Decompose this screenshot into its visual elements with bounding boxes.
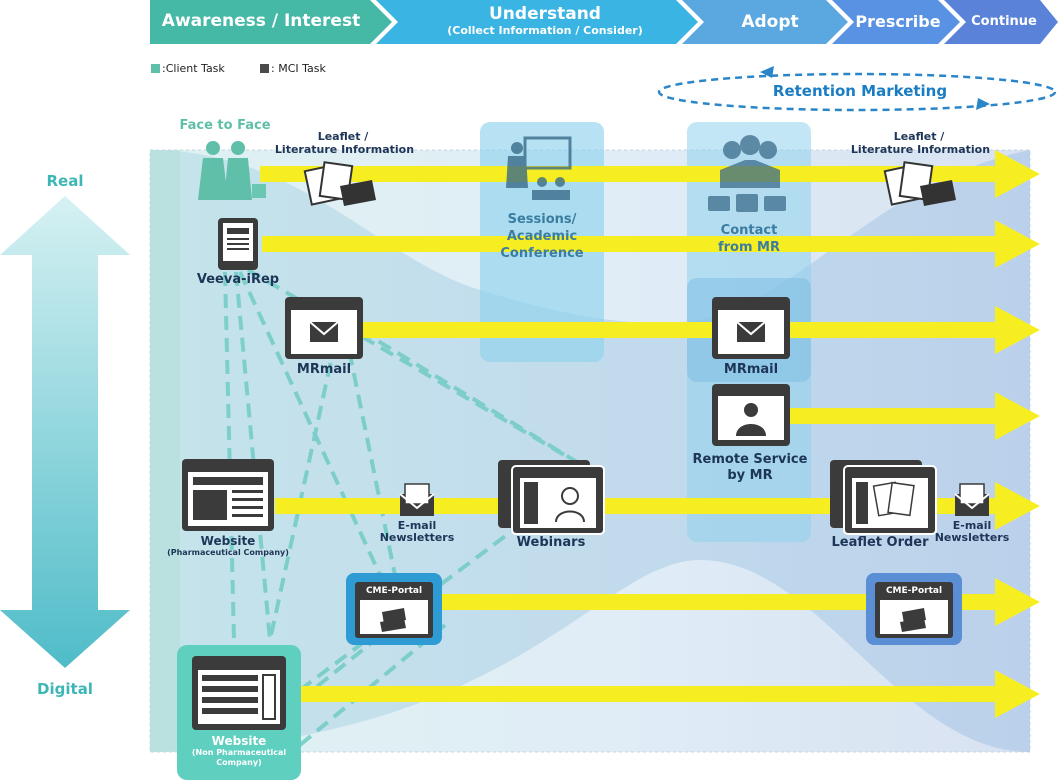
email-newsletter-left-icon bbox=[399, 483, 435, 516]
remote-label-2: by MR bbox=[727, 468, 773, 483]
leaflet-right-label-2: Literature Information bbox=[850, 143, 991, 156]
stage-label-adopt: Adopt bbox=[741, 12, 799, 32]
leaflet-order-label: Leaflet Order bbox=[831, 535, 929, 550]
contact-mr-icon bbox=[708, 135, 786, 212]
sessions-label-1: Sessions/ bbox=[507, 212, 577, 227]
website-non-label: Website bbox=[211, 734, 267, 748]
mrmail-right-label: MRmail bbox=[723, 362, 779, 377]
axis-digital-label: Digital bbox=[37, 680, 93, 698]
leaflet-icon-left bbox=[303, 161, 376, 206]
legend-mci-label: : MCI Task bbox=[271, 62, 326, 75]
leaflet-left-label-1: Leaflet / bbox=[317, 130, 369, 143]
website-pharma-label: Website bbox=[200, 534, 256, 548]
sessions-label-3: Conference bbox=[500, 246, 584, 261]
email-newsletter-right-icon bbox=[954, 483, 990, 516]
axis-real-label: Real bbox=[46, 172, 84, 190]
email-right-label-1: E-mail bbox=[952, 519, 992, 532]
stage-label-understand: Understand bbox=[489, 4, 601, 24]
retention-label: Retention Marketing bbox=[772, 82, 948, 100]
email-left-label-2: Newsletters bbox=[379, 531, 455, 544]
stage-awareness bbox=[150, 0, 392, 44]
arrow-remote bbox=[790, 392, 1040, 440]
arrow-website-non bbox=[300, 670, 1040, 718]
contact-label-1: Contact bbox=[720, 223, 778, 238]
face-to-face-icon bbox=[198, 141, 266, 200]
arrow-cme bbox=[440, 578, 1040, 626]
stage-adopt bbox=[682, 0, 848, 44]
legend-mci-swatch bbox=[260, 64, 269, 73]
arrow-mrmail bbox=[360, 306, 1040, 354]
retention-ellipse bbox=[657, 72, 1057, 112]
webinars-icon bbox=[498, 460, 605, 535]
email-right-label-2: Newsletters bbox=[934, 531, 1010, 544]
legend-client-swatch bbox=[151, 64, 160, 73]
website-non-sub-1: (Non Pharmaceutical bbox=[191, 748, 287, 757]
legend-client-label: :Client Task bbox=[162, 62, 225, 75]
cme-right-label: CME-Portal bbox=[885, 586, 943, 596]
retention-arrow-left-icon bbox=[760, 66, 774, 78]
arrow-face-to-face bbox=[260, 150, 1040, 198]
remote-label-1: Remote Service bbox=[692, 452, 808, 467]
remote-service-icon bbox=[712, 384, 790, 446]
veeva-tablet-icon bbox=[218, 218, 258, 270]
presentation-icon bbox=[506, 136, 572, 200]
email-left-label-1: E-mail bbox=[397, 519, 437, 532]
leaflet-right-label-1: Leaflet / bbox=[893, 130, 945, 143]
stage-bar bbox=[150, 0, 1058, 44]
arrow-website bbox=[275, 482, 1040, 530]
mrmail-left-label: MRmail bbox=[296, 362, 352, 377]
website-non-sub-2: Company) bbox=[216, 758, 262, 767]
cme-left-label: CME-Portal bbox=[365, 586, 423, 596]
mrmail-left-icon bbox=[285, 297, 363, 359]
cme-portal-left-icon bbox=[346, 573, 442, 645]
website-non-pharma-icon bbox=[177, 645, 301, 780]
contact-label-2: from MR bbox=[717, 240, 781, 255]
yellow-arrows bbox=[260, 150, 1040, 718]
website-pharma-sub: (Pharmaceutical Company) bbox=[167, 548, 289, 557]
stage-label-awareness: Awareness / Interest bbox=[161, 11, 361, 31]
face-to-face-label: Face to Face bbox=[179, 118, 271, 133]
stage-prescribe bbox=[832, 0, 960, 44]
veeva-label: Veeva-iRep bbox=[196, 272, 280, 287]
webinars-label: Webinars bbox=[516, 535, 586, 550]
cme-portal-right-icon bbox=[866, 573, 962, 645]
retention-arrow-right-icon bbox=[976, 98, 990, 110]
stage-understand bbox=[376, 0, 698, 44]
website-pharma-icon bbox=[182, 459, 274, 531]
leaflet-order-icon bbox=[830, 460, 937, 535]
stage-continue bbox=[944, 0, 1058, 44]
left-stripe bbox=[150, 150, 180, 752]
stage-label-prescribe: Prescribe bbox=[855, 12, 941, 31]
leaflet-left-label-2: Literature Information bbox=[274, 143, 415, 156]
sessions-label-2: Academic bbox=[506, 229, 578, 244]
leaflet-icon-right bbox=[883, 161, 956, 206]
mrmail-right-icon bbox=[712, 297, 790, 359]
real-digital-arrow bbox=[0, 196, 130, 668]
stage-label-continue: Continue bbox=[971, 14, 1037, 29]
stage-sub-understand: (Collect Information / Consider) bbox=[447, 24, 643, 37]
arrow-veeva bbox=[262, 220, 1040, 268]
